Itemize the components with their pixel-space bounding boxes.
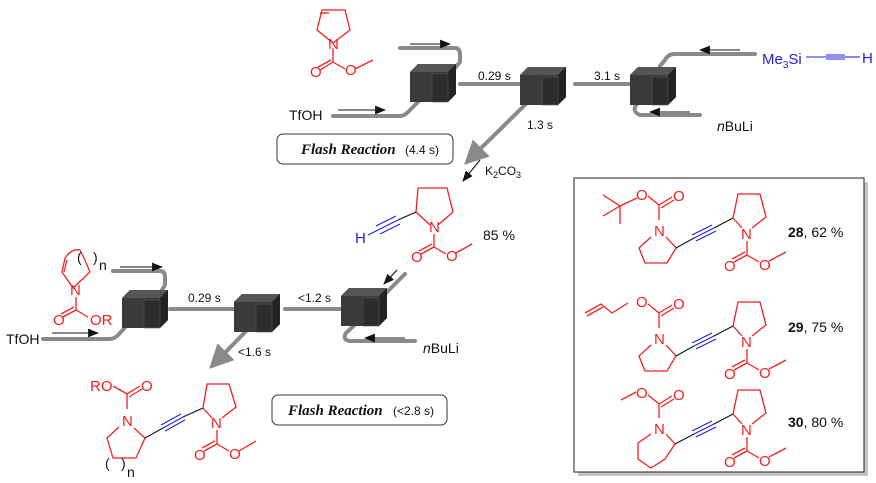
svg-text:O: O	[636, 294, 648, 311]
svg-text:H: H	[355, 230, 366, 247]
svg-text:O: O	[229, 446, 241, 463]
svg-text:N: N	[741, 226, 752, 243]
mixer-2	[519, 66, 567, 106]
flash-title: Flash Reaction	[287, 403, 383, 419]
feed-tube	[398, 46, 462, 70]
silane-h: H	[862, 50, 873, 67]
svg-text:O: O	[194, 447, 206, 464]
residence-time-3: 1.3 s	[527, 118, 553, 132]
nbuli-label: nBuLi	[717, 118, 753, 134]
svg-text:O: O	[411, 249, 423, 266]
svg-text:O: O	[724, 366, 736, 383]
svg-text:N: N	[654, 421, 665, 438]
bis-carbamate-alkyne-product: RO O N ( ) n N O O	[90, 378, 257, 480]
product-28-label: 28, 62 %	[788, 224, 843, 240]
svg-text:N: N	[122, 413, 133, 430]
svg-text:O: O	[673, 387, 685, 404]
residence-time-3: <1.6 s	[238, 345, 271, 359]
flash-reaction-box-top: Flash Reaction (4.4 s)	[276, 133, 454, 165]
oxygen-atom: O	[345, 62, 357, 79]
mixer-1	[121, 289, 169, 329]
svg-text:O: O	[446, 248, 458, 265]
residence-time-2: 3.1 s	[594, 69, 620, 83]
top-dihydropyrrole-carbamate: N O O	[310, 9, 374, 81]
intermediate-yield: 85 %	[483, 227, 515, 243]
mixer-3	[340, 287, 388, 327]
alkyne-triple-bond	[806, 54, 860, 60]
svg-text:O: O	[141, 378, 153, 395]
feed-tube	[111, 269, 167, 292]
oxygen-atom: O	[310, 64, 322, 81]
svg-text:N: N	[429, 219, 440, 236]
svg-text:N: N	[654, 223, 665, 240]
nitrogen-atom: N	[328, 36, 339, 53]
tfoh-label: TfOH	[289, 107, 322, 123]
svg-text:O: O	[759, 453, 771, 470]
silane-tube	[658, 52, 757, 68]
svg-text:O: O	[636, 187, 648, 204]
svg-text:O: O	[673, 188, 685, 205]
nbuli-tube	[342, 318, 417, 343]
flash-title: Flash Reaction	[300, 142, 396, 158]
svg-text:O: O	[724, 258, 736, 275]
product-29-structure: O O N N O O	[584, 294, 787, 383]
outlet-tube	[464, 93, 537, 165]
residence-time-1: 0.29 s	[188, 291, 221, 305]
svg-text:): )	[93, 249, 98, 265]
mixer-3	[629, 66, 677, 106]
tfoh-label: TfOH	[6, 331, 39, 347]
nbuli-label: nBuLi	[423, 340, 459, 356]
svg-text:N: N	[211, 415, 222, 432]
ring-index-n: n	[99, 257, 107, 273]
flash-time: (4.4 s)	[405, 143, 439, 157]
residence-time-2: <1.2 s	[298, 291, 331, 305]
svg-text:O: O	[636, 385, 648, 402]
product-29-label: 29, 75 %	[788, 319, 843, 335]
svg-text:N: N	[741, 334, 752, 351]
or-group: OR	[90, 312, 113, 329]
svg-text:O: O	[53, 312, 65, 329]
intermediate-inlet-tube	[383, 272, 407, 296]
bottom-cyclic-enecarbamate: ( ) n N O OR	[53, 249, 113, 329]
svg-text:(: (	[105, 455, 110, 471]
svg-text:N: N	[741, 422, 752, 439]
svg-text:O: O	[759, 365, 771, 382]
product-28-structure: O O N N O O	[602, 187, 787, 275]
svg-text:N: N	[654, 331, 665, 348]
nbuli-tube	[632, 90, 702, 117]
svg-text:): )	[121, 455, 126, 471]
svg-text:O: O	[673, 296, 685, 313]
svg-text:O: O	[759, 257, 771, 274]
flash-reaction-box-bottom: Flash Reaction (<2.8 s)	[271, 394, 448, 426]
flash-time: (<2.8 s)	[393, 404, 434, 418]
svg-text:n: n	[127, 464, 135, 480]
tfoh-tube	[331, 93, 427, 118]
product-30-structure: O O N N O O	[620, 385, 787, 471]
k2co3-label: K2CO3	[485, 164, 521, 180]
svg-text:N: N	[70, 282, 81, 299]
product-30-label: 30, 80 %	[788, 414, 843, 430]
products-box	[573, 177, 868, 476]
ethynyl-pyrrolidine-product: H N O O 85 %	[355, 187, 515, 266]
mixer-2	[233, 293, 281, 333]
svg-text:(: (	[77, 249, 82, 265]
residence-time-1: 0.29 s	[478, 69, 511, 83]
silane-label: Me3Si	[762, 51, 802, 71]
svg-text:RO: RO	[90, 378, 113, 395]
tfoh-tube	[41, 318, 134, 341]
mixer-1	[409, 63, 457, 103]
svg-text:O: O	[724, 454, 736, 471]
